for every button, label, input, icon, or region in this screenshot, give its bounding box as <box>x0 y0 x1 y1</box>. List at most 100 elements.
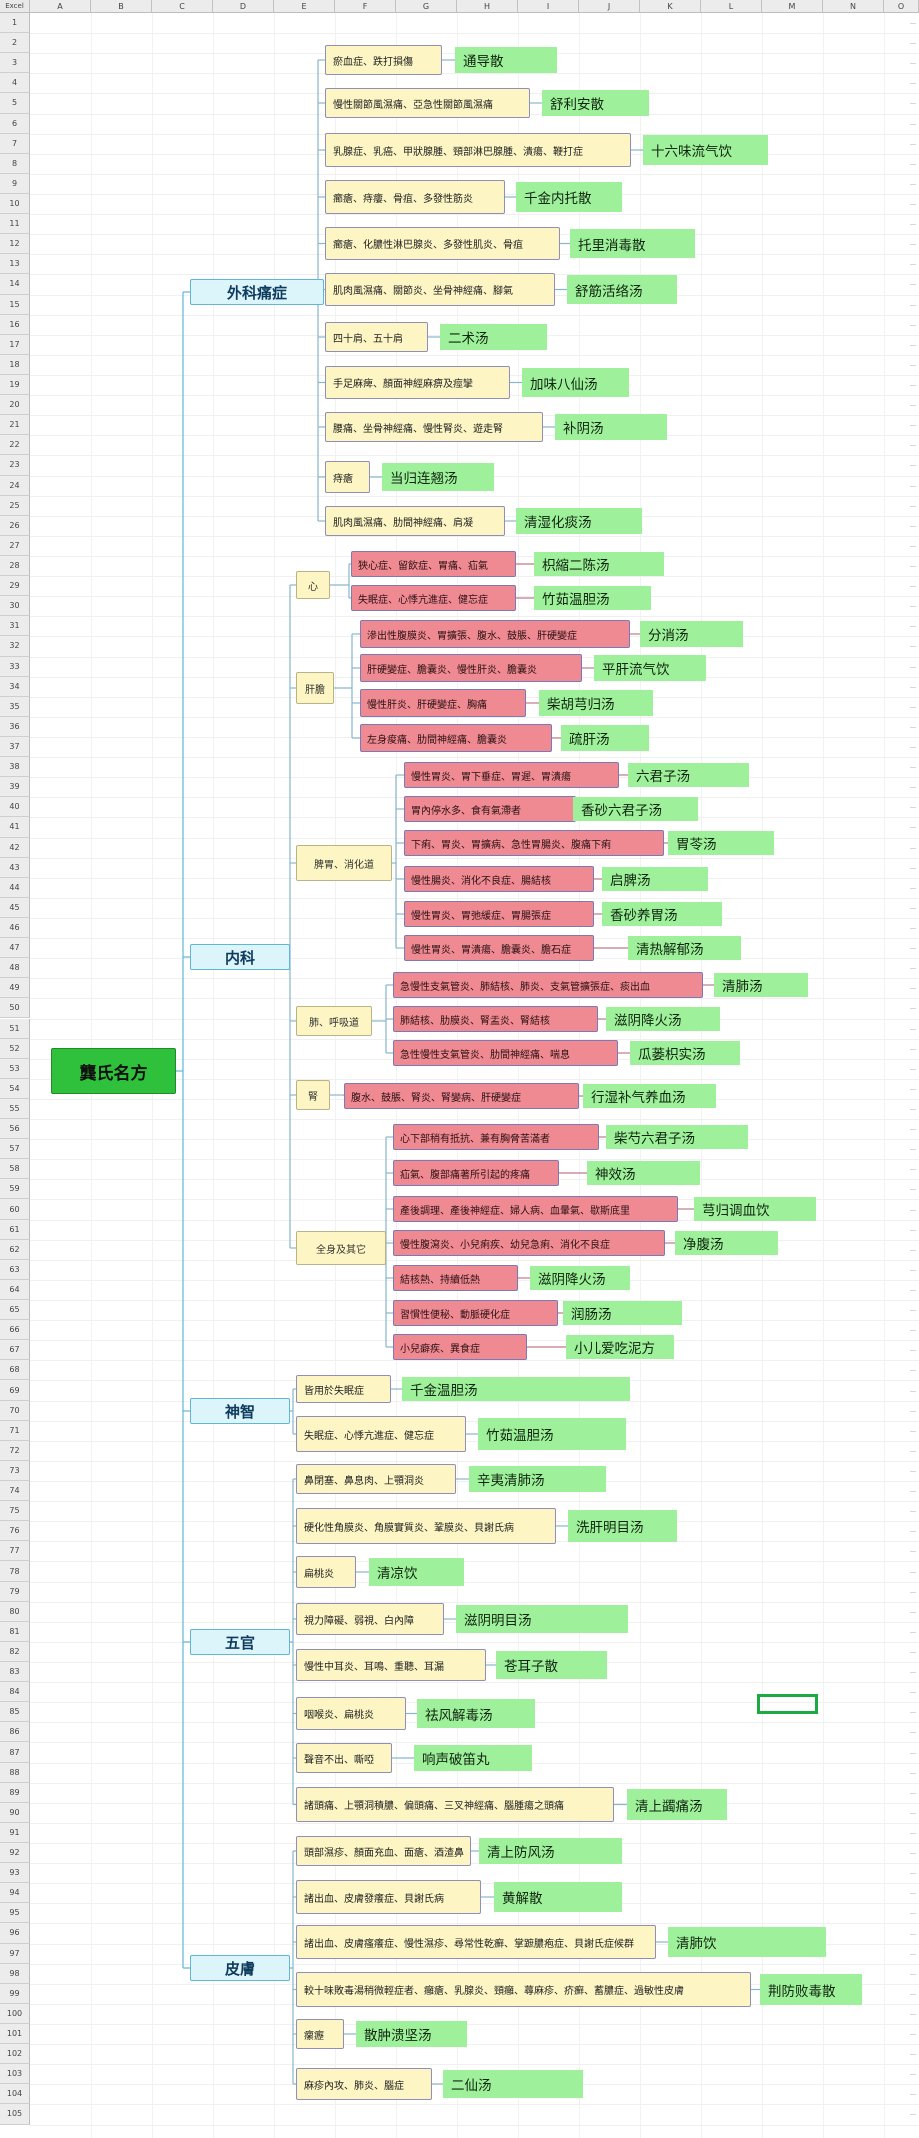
row-header[interactable]: 8 <box>0 153 30 174</box>
row-header[interactable]: 74 <box>0 1481 30 1502</box>
formula-box[interactable]: 清上蠲痛汤 <box>627 1789 727 1820</box>
row-header[interactable]: 26 <box>0 515 30 536</box>
symptom-box[interactable]: 滲出性腹膜炎、胃擴張、腹水、鼓脹、肝硬變症 <box>360 620 630 648</box>
formula-box[interactable]: 清肺汤 <box>714 973 808 997</box>
row-header[interactable]: 65 <box>0 1300 30 1321</box>
category-box[interactable]: 脾胃、消化道 <box>296 845 392 881</box>
row-header[interactable]: 73 <box>0 1460 30 1482</box>
formula-box[interactable]: 当归连翘汤 <box>382 463 494 491</box>
formula-box[interactable]: 十六味流气饮 <box>643 135 768 165</box>
row-header[interactable]: 40 <box>0 797 30 818</box>
column-header[interactable]: C <box>152 0 213 13</box>
selected-cell[interactable] <box>757 1694 818 1714</box>
formula-box[interactable]: 黄解散 <box>494 1882 622 1912</box>
symptom-box[interactable]: 較十味敗毒湯稍微輕症者、癰瘡、乳腺炎、頸癰、蕁麻疹、疥癬、蓄膿症、過敏性皮膚 <box>296 1972 751 2007</box>
row-header[interactable]: 7 <box>0 133 30 154</box>
formula-box[interactable]: 柴胡芎归汤 <box>539 690 653 716</box>
symptom-box[interactable]: 頭部濕疹、顏面充血、面瘡、酒渣鼻 <box>296 1836 471 1866</box>
symptom-box[interactable]: 麻疹內攻、肺炎、腦症 <box>296 2068 432 2100</box>
row-header[interactable]: 66 <box>0 1320 30 1341</box>
column-header[interactable]: D <box>213 0 274 13</box>
row-header[interactable]: 69 <box>0 1380 30 1401</box>
row-header[interactable]: 52 <box>0 1038 30 1059</box>
row-header[interactable]: 103 <box>0 2064 30 2085</box>
formula-box[interactable]: 辛夷清肺汤 <box>469 1466 606 1492</box>
symptom-box[interactable]: 諸頭痛、上顎洞積膿、偏頭痛、三叉神經痛、腦腫瘍之頭痛 <box>296 1787 614 1822</box>
symptom-box[interactable]: 產後調理、產後神經症、婦人病、血暈氣、歇斯底里 <box>393 1196 678 1222</box>
symptom-box[interactable]: 慢性胃炎、胃潰瘍、膽囊炎、膽石症 <box>404 935 594 961</box>
row-header[interactable]: 102 <box>0 2044 30 2065</box>
formula-box[interactable]: 滋阴降火汤 <box>606 1007 720 1031</box>
symptom-box[interactable]: 痔瘡 <box>325 461 370 493</box>
symptom-box[interactable]: 肌肉風濕痛、肋間神經痛、肩凝 <box>325 506 505 536</box>
column-header[interactable]: L <box>701 0 762 13</box>
root-node[interactable]: 龔氏名方 <box>51 1048 176 1094</box>
symptom-box[interactable]: 瘰癧 <box>296 2019 344 2049</box>
row-header[interactable]: 13 <box>0 254 30 275</box>
formula-box[interactable]: 平肝流气饮 <box>594 655 706 681</box>
row-header[interactable]: 60 <box>0 1199 30 1220</box>
formula-box[interactable]: 净腹汤 <box>675 1231 778 1255</box>
formula-box[interactable]: 香砂六君子汤 <box>573 797 698 821</box>
row-header[interactable]: 72 <box>0 1440 30 1461</box>
symptom-box[interactable]: 急慢性支氣管炎、肺結核、肺炎、支氣管擴張症、痰出血 <box>393 972 703 998</box>
row-header[interactable]: 92 <box>0 1843 30 1864</box>
row-header[interactable]: 30 <box>0 596 30 617</box>
row-header[interactable]: 18 <box>0 354 30 375</box>
row-header[interactable]: 62 <box>0 1239 30 1260</box>
formula-box[interactable]: 六君子汤 <box>628 763 749 787</box>
row-header[interactable]: 99 <box>0 1983 30 2004</box>
branch-0[interactable]: 外科痛症 <box>190 279 324 305</box>
row-header[interactable]: 104 <box>0 2084 30 2105</box>
symptom-box[interactable]: 慢性胃炎、胃弛緩症、胃腸張症 <box>404 901 594 927</box>
row-header[interactable]: 53 <box>0 1058 30 1079</box>
row-header[interactable]: 36 <box>0 716 30 737</box>
symptom-box[interactable]: 視力障礙、弱視、白內障 <box>296 1603 444 1635</box>
row-header[interactable]: 15 <box>0 294 30 315</box>
formula-box[interactable]: 胃苓汤 <box>668 831 774 855</box>
row-header[interactable]: 6 <box>0 113 30 134</box>
row-header[interactable]: 47 <box>0 938 30 959</box>
row-header[interactable]: 39 <box>0 777 30 798</box>
formula-box[interactable]: 千金温胆汤 <box>402 1377 630 1401</box>
formula-box[interactable]: 千金内托散 <box>516 182 622 212</box>
row-header[interactable]: 88 <box>0 1762 30 1783</box>
row-header[interactable]: 97 <box>0 1943 30 1964</box>
column-header[interactable]: K <box>640 0 701 13</box>
symptom-box[interactable]: 急性慢性支氣管炎、肋間神經痛、喘息 <box>393 1040 618 1066</box>
symptom-box[interactable]: 皆用於失眠症 <box>296 1375 391 1403</box>
category-box[interactable]: 腎 <box>296 1080 330 1110</box>
column-header[interactable]: I <box>518 0 579 13</box>
category-box[interactable]: 肺、呼吸道 <box>296 1006 372 1036</box>
symptom-box[interactable]: 胃內停水多、食有氣滯者 <box>404 796 576 822</box>
row-header[interactable]: 32 <box>0 636 30 657</box>
row-header[interactable]: 81 <box>0 1621 30 1642</box>
row-header[interactable]: 61 <box>0 1219 30 1240</box>
row-header[interactable]: 12 <box>0 234 30 255</box>
row-header[interactable]: 100 <box>0 2003 30 2024</box>
symptom-box[interactable]: 慢性腸炎、消化不良症、腸結核 <box>404 866 594 892</box>
formula-box[interactable]: 分消汤 <box>640 621 743 647</box>
formula-box[interactable]: 芎归调血饮 <box>694 1197 816 1221</box>
row-header[interactable]: 76 <box>0 1521 30 1542</box>
symptom-box[interactable]: 肝硬變症、膽囊炎、慢性肝炎、膽囊炎 <box>360 654 582 682</box>
row-header[interactable]: 84 <box>0 1682 30 1703</box>
formula-box[interactable]: 疏肝汤 <box>561 725 649 751</box>
formula-box[interactable]: 行湿补气养血汤 <box>583 1084 716 1108</box>
symptom-box[interactable]: 下痢、胃炎、胃擴病、急性胃腸炎、腹痛下痢 <box>404 830 664 856</box>
row-header[interactable]: 64 <box>0 1279 30 1301</box>
row-header[interactable]: 51 <box>0 1018 30 1039</box>
symptom-box[interactable]: 乳腺症、乳癌、甲狀腺腫、頸部淋巴腺腫、潰瘍、鞭打症 <box>325 133 631 167</box>
row-header[interactable]: 57 <box>0 1139 30 1160</box>
column-header[interactable]: G <box>396 0 457 13</box>
formula-box[interactable]: 清上防风汤 <box>479 1838 622 1864</box>
symptom-box[interactable]: 硬化性角膜炎、角膜實質炎、鞏膜炎、貝謝氏病 <box>296 1508 556 1544</box>
row-header[interactable]: 10 <box>0 193 30 215</box>
symptom-box[interactable]: 慢性腹瀉炎、小兒痢疾、幼兒急痢、消化不良症 <box>393 1230 665 1256</box>
row-header[interactable]: 59 <box>0 1179 30 1200</box>
row-header[interactable]: 21 <box>0 415 30 436</box>
symptom-box[interactable]: 左身痠痛、肋間神經痛、膽囊炎 <box>360 724 552 752</box>
row-header[interactable]: 50 <box>0 998 30 1019</box>
formula-box[interactable]: 竹茹温胆汤 <box>534 586 651 610</box>
